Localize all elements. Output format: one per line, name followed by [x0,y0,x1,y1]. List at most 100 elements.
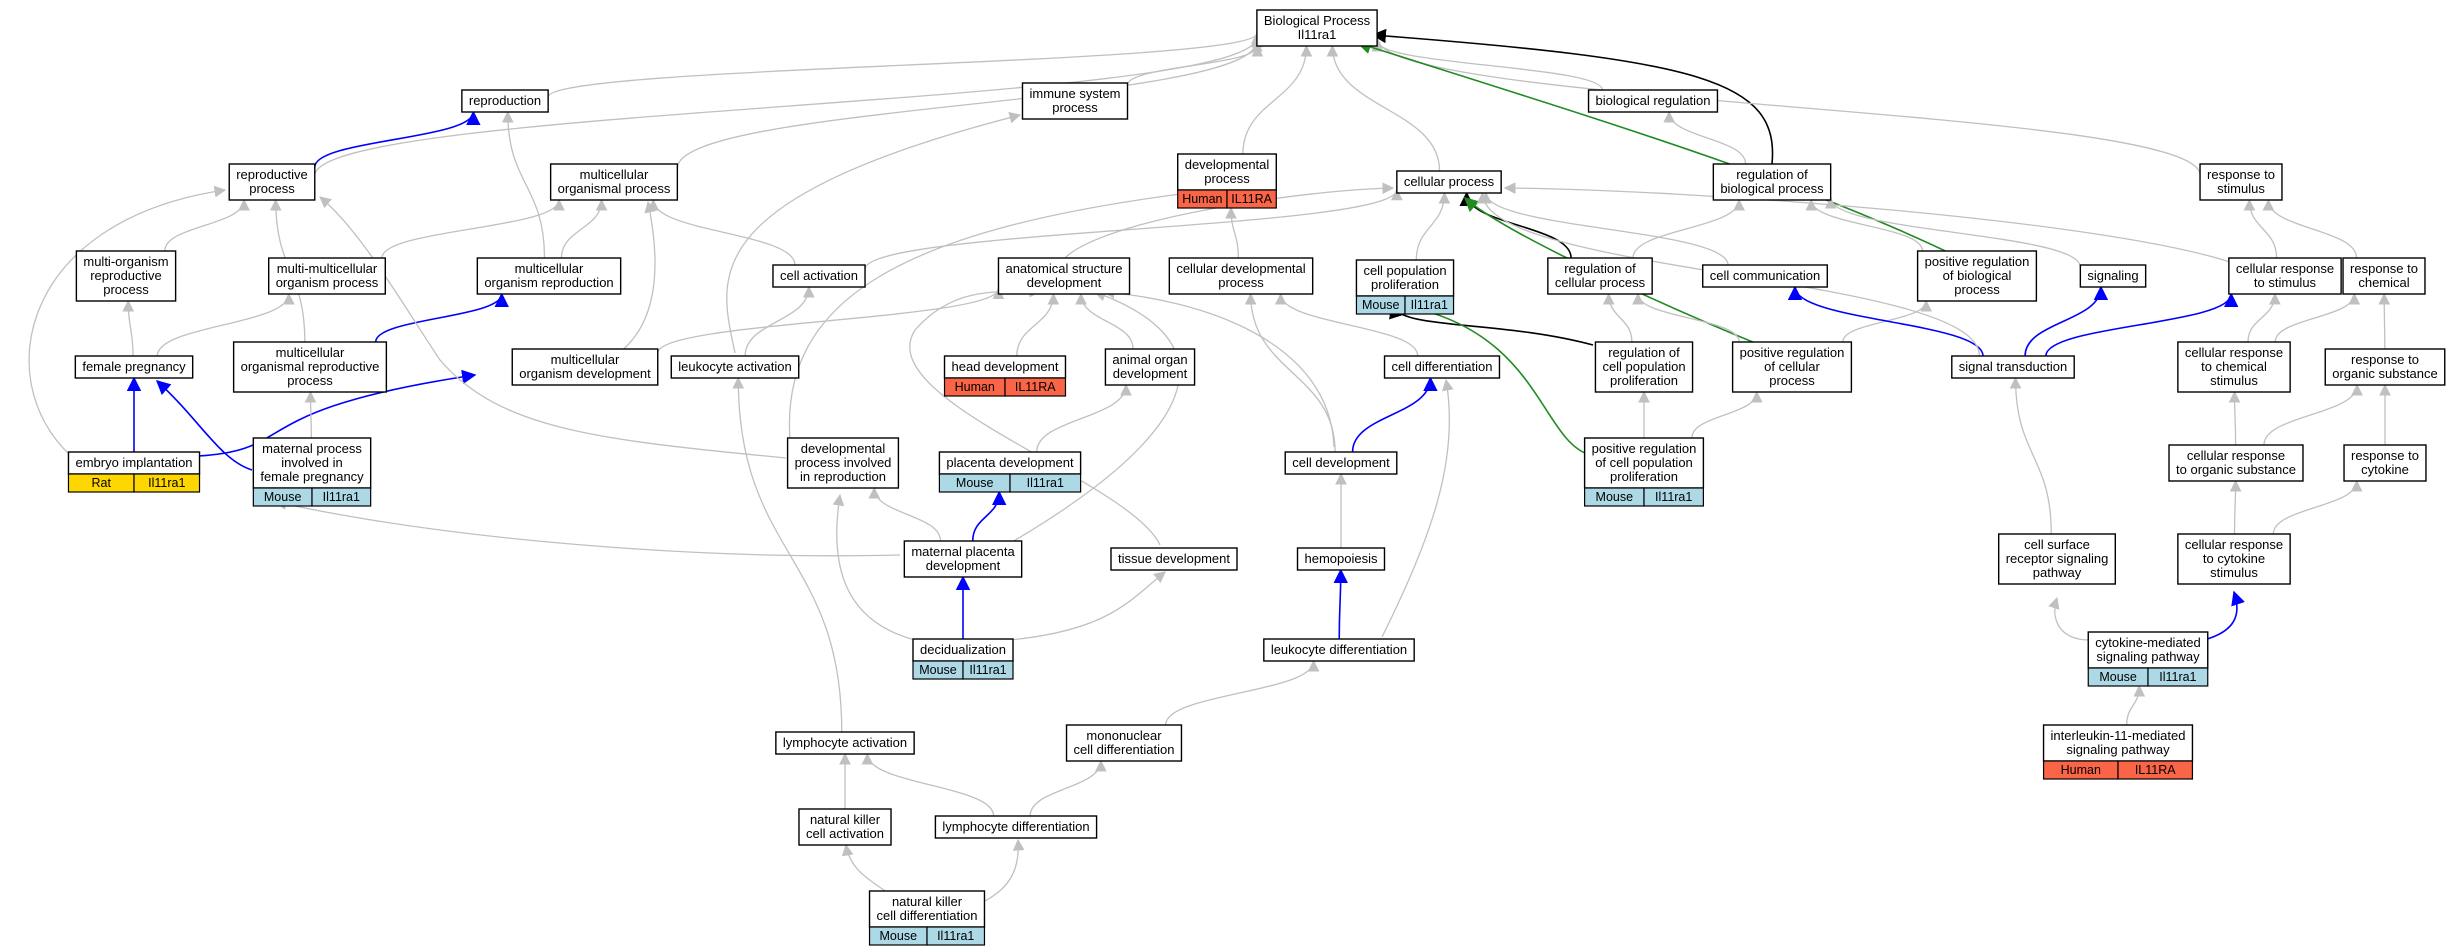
node-label: cellular response [2185,345,2283,360]
edge-cellpopprolif-to-cellproc [1415,191,1451,261]
node-label: proliferation [1371,277,1439,292]
node-label: cell population [1602,359,1685,374]
node-label: regulation of [1736,167,1808,182]
gene-label: IL11RA [1015,380,1056,394]
node-box [903,540,1023,578]
node-label: to stimulus [2254,275,2317,290]
node-label: cellular developmental [1176,261,1305,276]
node-signaling[interactable]: signaling [2079,264,2147,288]
node-lymphdiff[interactable]: lymphocyte differentiation [934,815,1098,839]
gene-label: Il11ra1 [1411,298,1448,312]
node-leukact[interactable]: leukocyte activation [670,355,800,379]
node-label: animal organ [1112,352,1187,367]
node-lymphact[interactable]: lymphocyte activation [775,731,915,755]
edge-leukdiff-to-celldiff [1381,378,1454,638]
node-box [2199,163,2283,201]
node-label: multicellular [515,261,584,276]
gene-label: Il11ra1 [969,663,1006,677]
node-box [997,257,1131,295]
node-label: Il11ra1 [1298,27,1337,42]
node-hemopoiesis[interactable]: hemopoiesis [1296,547,1386,571]
edge-maternalproc-to-mcorgreproproc [304,390,317,439]
node-box [228,163,316,201]
node-label: biological regulation [1596,93,1711,108]
node-repro[interactable]: reproduction [461,89,549,113]
node-box [1284,451,1398,475]
node-signaltrans[interactable]: signal transduction [1951,355,2075,379]
node-bioreg[interactable]: biological regulation [1587,89,1719,113]
edge-multimulti-to-multiorgproc [381,198,565,259]
node-tissuedev[interactable]: tissue development [1110,547,1238,571]
gene-cell [1226,189,1277,209]
node-celldev[interactable]: cell development [1284,451,1398,475]
node-leukdiff[interactable]: leukocyte differentiation [1263,638,1415,662]
edge-mcorgreproproc-to-mcorgrepro [374,292,509,343]
edge-celldev-to-anatdev [1102,287,1335,448]
node-label: cell surface [2024,537,2090,552]
node-cellcomm[interactable]: cell communication [1702,264,1828,288]
node-label: lymphocyte activation [783,735,907,750]
node-label: multicellular [580,167,649,182]
node-cellproc[interactable]: cellular process [1396,170,1502,194]
node-cellact[interactable]: cell activation [772,264,866,288]
node-box [1263,638,1415,662]
edge-cellact-to-cellproc [864,188,1403,270]
node-label: head development [952,359,1059,374]
node-label: response to [2351,448,2419,463]
node-femalepreg[interactable]: female pregnancy [74,355,194,379]
edge-mcorgrepro-to-repro [501,110,546,259]
gene-cell [1404,295,1455,315]
node-box [1110,547,1238,571]
node-label: proliferation [1610,469,1678,484]
node-celldiff[interactable]: cell differentiation [1383,355,1501,379]
node-label: interleukin-11-mediated [2051,728,2186,743]
node-box [2177,341,2291,393]
node-label: multi-multicellular [277,261,378,276]
node-box [549,163,679,201]
node-label: proliferation [1610,373,1678,388]
node-label: in reproduction [800,469,886,484]
species-label: Mouse [956,476,994,490]
